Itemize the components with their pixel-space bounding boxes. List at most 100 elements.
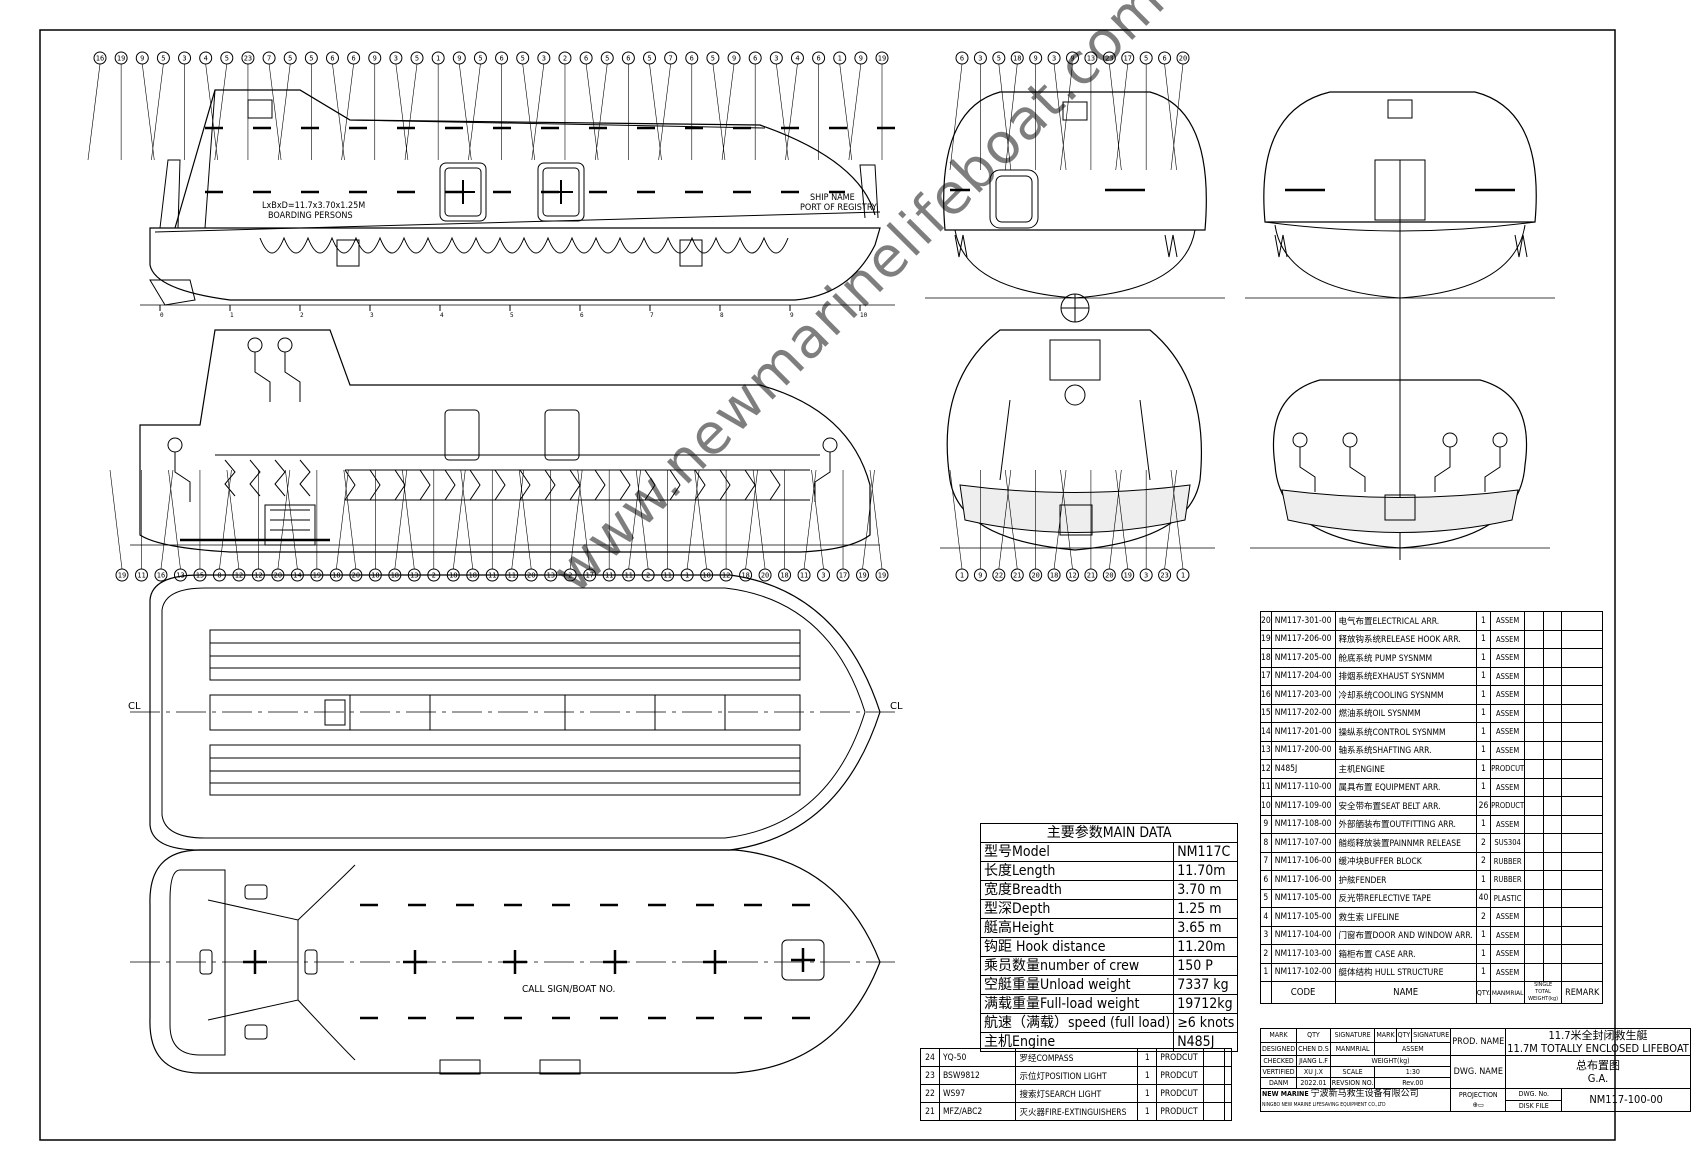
part-name: 艇体结构 HULL STRUCTURE: [1334, 962, 1477, 982]
part-qty: 1: [1475, 666, 1492, 686]
callout-number: 9: [1034, 55, 1038, 63]
station-mark: 6: [580, 312, 584, 319]
tb-dwg-no-label: DWG. No.: [1505, 1088, 1563, 1101]
part-material: ASSEM: [1490, 648, 1526, 668]
parts-row: 12 N485J 主机ENGINE 1 PRODCUT: [1260, 759, 1604, 779]
part-code: NM117-102-00: [1270, 962, 1336, 982]
callout-number: 5: [415, 55, 419, 63]
callout-leader: [226, 469, 240, 570]
callout-number: 5: [225, 55, 229, 63]
tb-company: NEW MARINE 宁波新马救生设备有限公司 NINGBO NEW MARIN…: [1259, 1088, 1452, 1112]
part-qty: 1: [1475, 759, 1492, 779]
callout-number: 4: [795, 55, 799, 63]
part-code: NM117-202-00: [1270, 703, 1336, 723]
callout-leader: [141, 63, 155, 161]
main-data-label: 航速（满载）speed (full load): [979, 1013, 1175, 1033]
callout-leader: [402, 469, 415, 570]
hdr-name: NAME: [1334, 981, 1477, 1004]
part-qty: 1: [1475, 814, 1492, 834]
part-name: 缓冲块BUFFER BLOCK: [1334, 851, 1477, 871]
parts-row: 19 NM117-206-00 释放钩系统RELEASE HOOK ARR. 1…: [1260, 629, 1604, 649]
tb-revision: REVSION NO.: [1329, 1077, 1376, 1089]
tb-checked: CHECKED: [1259, 1055, 1298, 1067]
callout-leader: [869, 469, 883, 570]
part-name: 救生索 LIFELINE: [1334, 907, 1477, 927]
deck-plan-view: [130, 574, 895, 851]
tb-prod-name: 11.7米全封闭救生艇 11.7M TOTALLY ENCLOSED LIFEB…: [1505, 1028, 1691, 1056]
callout-number: 5: [1144, 55, 1148, 63]
main-data-value: NM117C: [1173, 842, 1239, 862]
callout-leader: [394, 469, 408, 570]
tb-disk: DISK FILE: [1505, 1099, 1563, 1112]
part-qty: 1: [1475, 703, 1492, 723]
callout-number: 18: [1050, 572, 1058, 580]
callout-number: 16: [157, 572, 165, 580]
callout-number: 1: [1181, 572, 1185, 580]
callout-leader: [1109, 63, 1122, 171]
part-weight-single: [1524, 888, 1544, 908]
callout-leader: [1115, 469, 1129, 570]
part-weight: [1203, 1048, 1225, 1067]
callout-number: 5: [478, 55, 482, 63]
roof-plan-view: [130, 849, 895, 1075]
part-weight-total: [1542, 685, 1563, 705]
part-material: PRODUCT: [1156, 1102, 1205, 1121]
callout-leader: [949, 469, 963, 570]
callout-number: 21: [1013, 572, 1021, 580]
part-remark: [1561, 611, 1604, 631]
part-weight-single: [1524, 777, 1544, 797]
part-material: ASSEM: [1490, 907, 1526, 927]
callout-leader: [998, 469, 1012, 570]
parts-row: 4 NM117-105-00 救生索 LIFELINE 2 ASSEM: [1260, 907, 1604, 927]
callout-number: 3: [821, 572, 825, 580]
callout-number: 5: [711, 55, 715, 63]
callout-leader: [336, 469, 349, 570]
callout-leader: [458, 63, 472, 161]
part-code: NM117-107-00: [1270, 833, 1336, 853]
part-no: 17: [1260, 666, 1272, 686]
part-weight-total: [1542, 648, 1563, 668]
ship-name-label: SHIP NAME: [810, 193, 855, 203]
part-code: N485J: [1270, 759, 1336, 779]
callout-leader: [277, 469, 291, 570]
main-data-label: 空艇重量Unload weight: [979, 975, 1175, 995]
main-data-value: 7337 kg: [1173, 975, 1239, 995]
parts-list-lower: 24 YQ-50 罗经COMPASS 1 PRODCUT 23 BSW9812 …: [920, 1048, 1232, 1121]
part-no: 12: [1260, 759, 1272, 779]
part-material: ASSEM: [1490, 611, 1526, 631]
part-remark: [1561, 851, 1604, 871]
part-name: 冷却系统COOLING SYSNMM: [1334, 685, 1477, 705]
part-code: NM117-105-00: [1270, 888, 1336, 908]
station-mark: 1: [230, 312, 234, 319]
callout-number: 13: [176, 572, 184, 580]
tb-mark: MARK: [1259, 1028, 1298, 1043]
tb-qty: QTY: [1296, 1028, 1331, 1043]
part-weight-total: [1542, 611, 1563, 631]
callout-number: 9: [978, 572, 982, 580]
part-no: 15: [1260, 703, 1272, 723]
part-remark: [1561, 907, 1604, 927]
callout-leader: [752, 469, 766, 570]
part-code: NM117-109-00: [1270, 796, 1336, 816]
part-code: NM117-205-00: [1270, 648, 1336, 668]
callout-number: 9: [373, 55, 377, 63]
part-name: 排烟系统EXHAUST SYSNMM: [1334, 666, 1477, 686]
part-weight-total: [1542, 666, 1563, 686]
part-qty: 1: [1475, 740, 1492, 760]
part-code: NM117-110-00: [1270, 777, 1336, 797]
part-remark: [1561, 796, 1604, 816]
part-name: 安全带布置SEAT BELT ARR.: [1334, 796, 1477, 816]
part-code: NM117-103-00: [1270, 944, 1336, 964]
part-weight-total: [1542, 870, 1563, 890]
station-mark: 10: [860, 312, 868, 319]
main-data-label: 宽度Breadth: [979, 880, 1175, 900]
parts-row: 13 NM117-200-00 轴系系统SHAFTING ARR. 1 ASSE…: [1260, 740, 1604, 760]
parts-row: 7 NM117-106-00 缓冲块BUFFER BLOCK 2 RUBBER: [1260, 851, 1604, 871]
main-data-label: 艇高Height: [979, 918, 1175, 938]
callout-number: 7: [669, 55, 673, 63]
